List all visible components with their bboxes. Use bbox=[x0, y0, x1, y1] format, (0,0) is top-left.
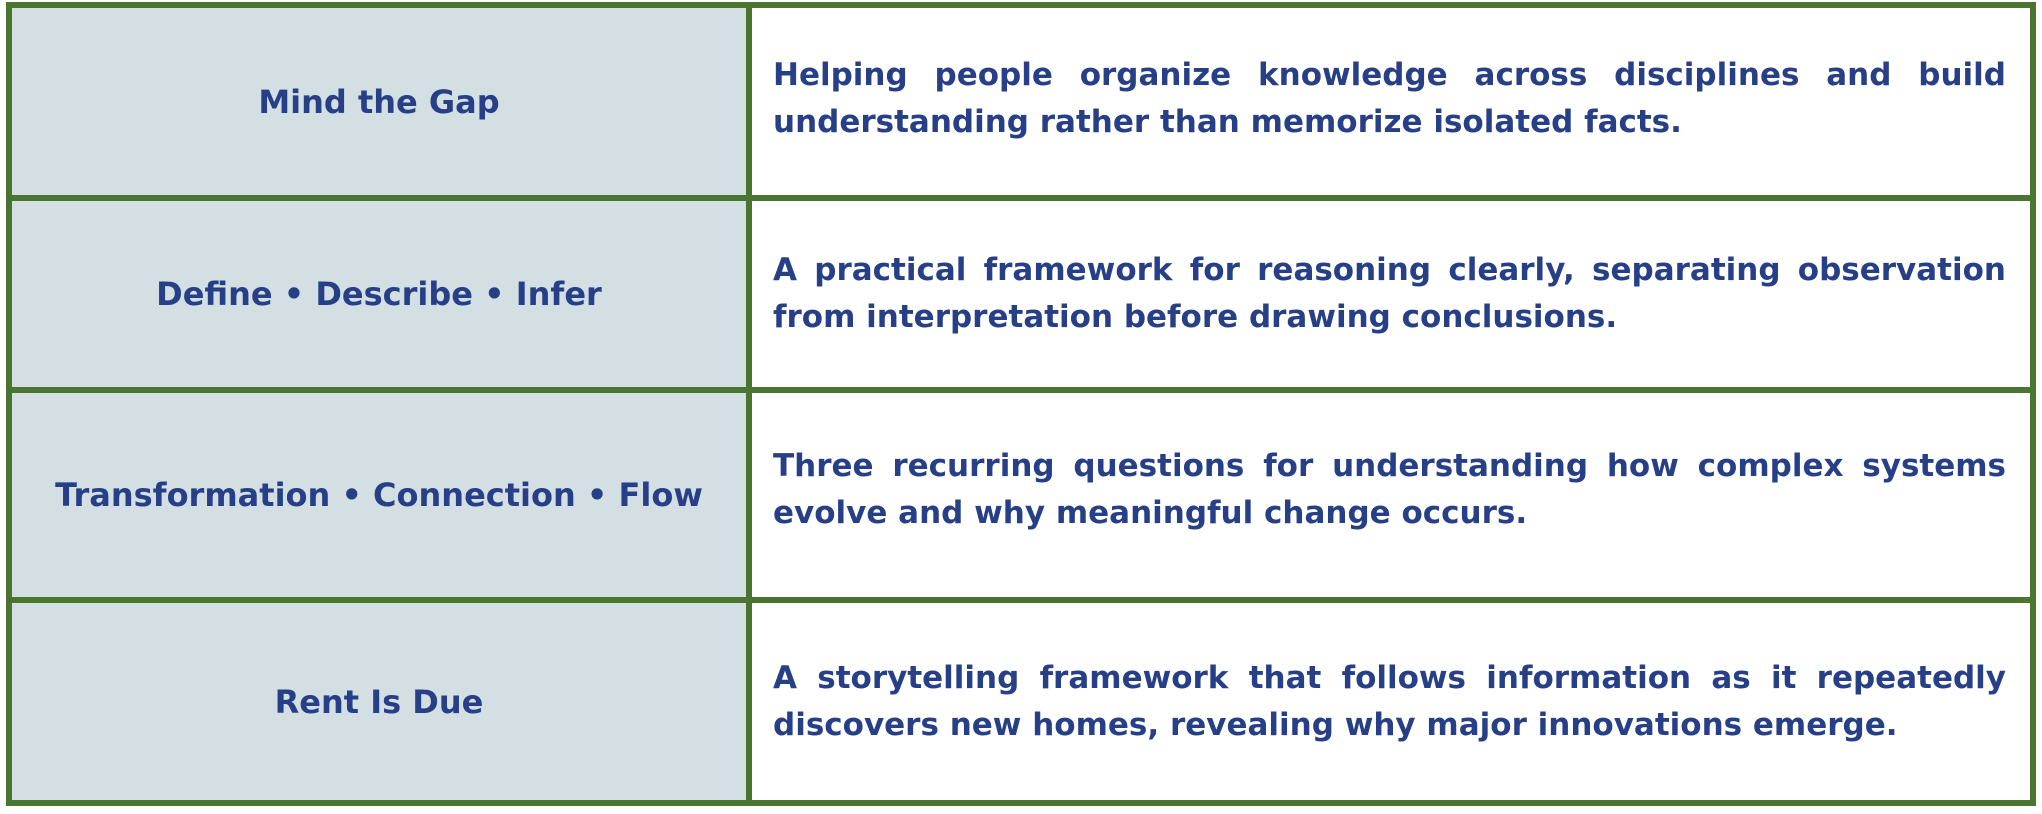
description-cell: Helping people organize knowledge across… bbox=[752, 8, 2030, 195]
description-text: Three recurring questions for understand… bbox=[773, 448, 2006, 531]
description-cell: A practical framework for reasoning clea… bbox=[752, 201, 2030, 387]
framework-table: Mind the Gap Helping people organize kno… bbox=[6, 2, 2036, 806]
term-cell: Mind the Gap bbox=[12, 8, 752, 195]
description-cell: A storytelling framework that follows in… bbox=[752, 603, 2030, 800]
description-text: A practical framework for reasoning clea… bbox=[773, 252, 2006, 335]
description-text: Helping people organize knowledge across… bbox=[773, 56, 2006, 140]
table-row: Transformation • Connection • Flow Three… bbox=[12, 393, 2030, 603]
term-cell: Transformation • Connection • Flow bbox=[12, 393, 752, 597]
description-text: A storytelling framework that follows in… bbox=[773, 659, 2006, 743]
term-cell: Rent Is Due bbox=[12, 603, 752, 800]
table-row: Define • Describe • Infer A practical fr… bbox=[12, 201, 2030, 393]
description-cell: Three recurring questions for understand… bbox=[752, 393, 2030, 597]
table-row: Mind the Gap Helping people organize kno… bbox=[12, 8, 2030, 201]
table-row: Rent Is Due A storytelling framework tha… bbox=[12, 603, 2030, 800]
term-cell: Define • Describe • Infer bbox=[12, 201, 752, 387]
